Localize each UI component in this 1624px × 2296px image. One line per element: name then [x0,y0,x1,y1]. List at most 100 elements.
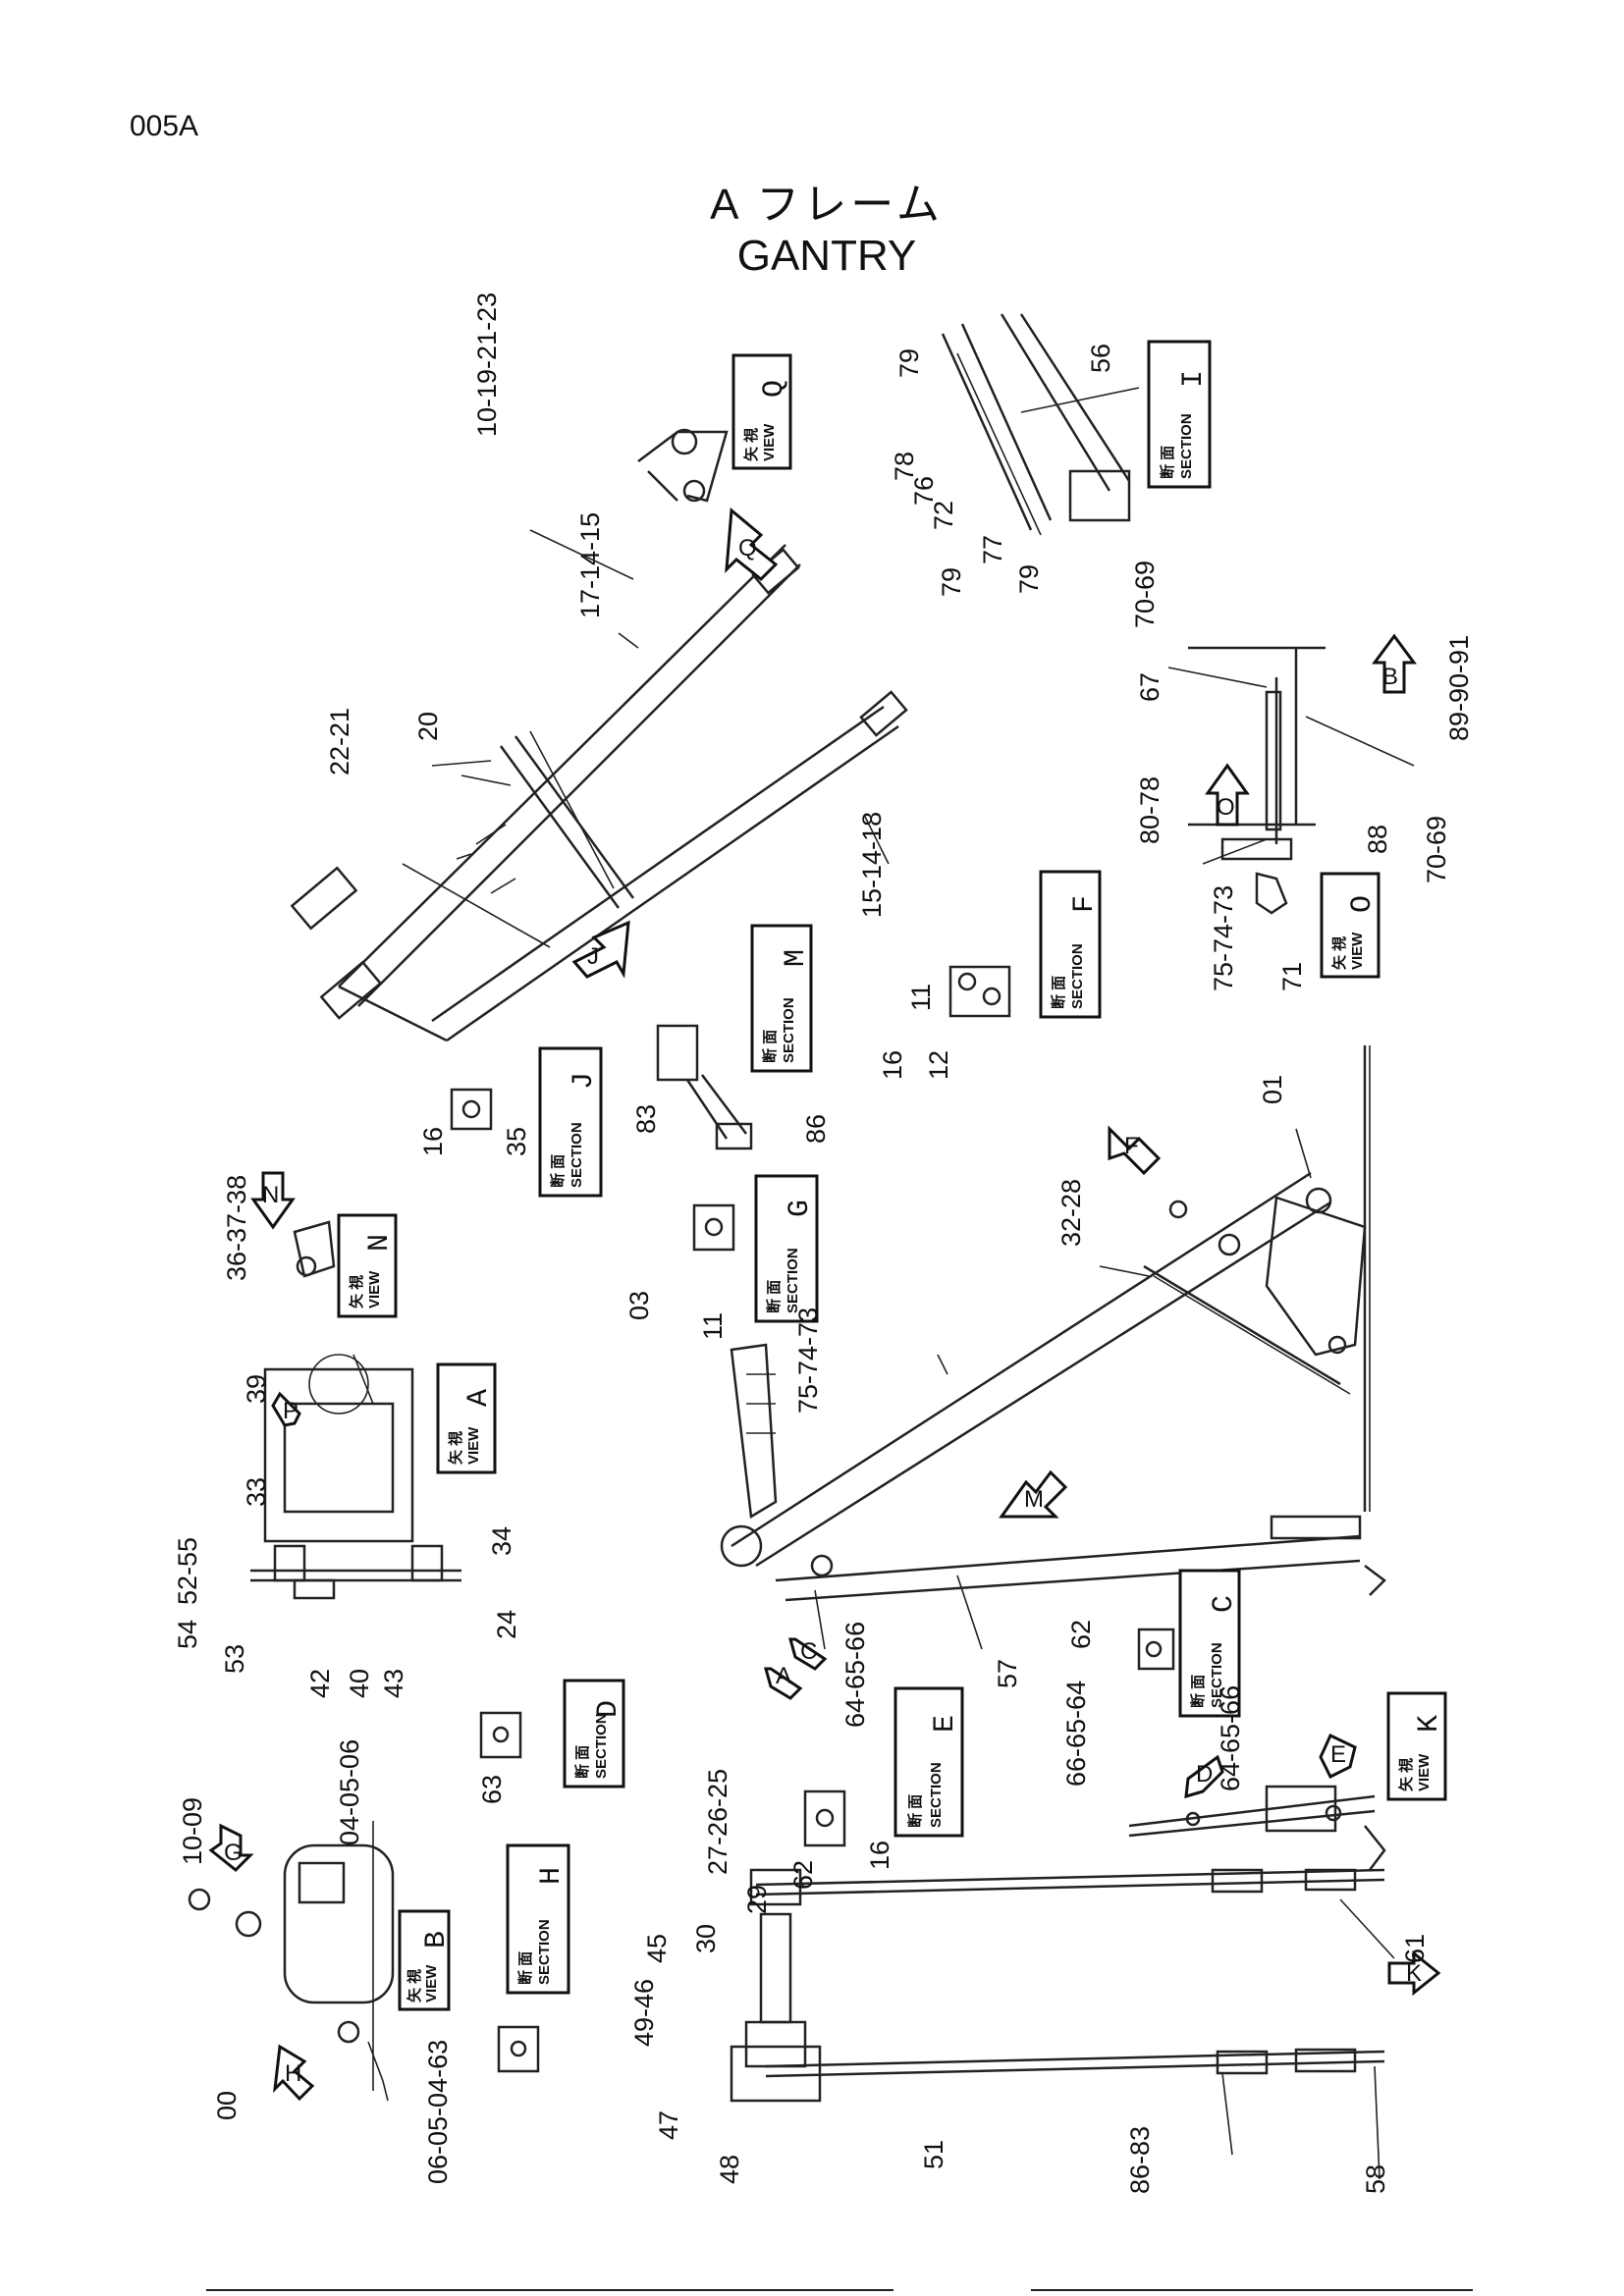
section-i-kanji: 断 面 [1159,446,1176,479]
svg-text:G: G [224,1840,243,1866]
part-label: 10-09 [178,1797,207,1865]
arrow-a: A [764,1663,803,1700]
view-q-kanji: 矢 視 [742,428,760,461]
part-label: 58 [1361,2164,1390,2194]
section-h-kanji: 断 面 [516,1951,534,1985]
section-h-word: SECTION [536,1919,553,1985]
part-label: 76 [909,476,939,506]
page-code: 005A [130,110,199,142]
arrow-m: M [999,1469,1068,1519]
part-label: 20 [413,712,443,741]
svg-text:B: B [1382,664,1398,690]
part-label: 42 [305,1669,335,1698]
section-e-letter: E [929,1715,962,1733]
section-c-kanji: 断 面 [1189,1675,1207,1708]
view-q-word: VIEW [761,423,778,461]
section-i-letter: I [1177,370,1211,388]
part-label: 16 [418,1127,448,1156]
part-label: 70-69 [1130,561,1160,628]
part-label: 00 [212,2091,242,2120]
part-label: 83 [631,1104,661,1134]
part-label: 35 [502,1127,531,1156]
svg-text:P: P [283,1398,298,1424]
part-label: 86-83 [1125,2126,1155,2194]
part-label: 10-19-21-23 [472,293,502,437]
part-label: 32-28 [1056,1179,1086,1247]
section-g-word: SECTION [785,1248,801,1313]
section-d-detail: 断 面 SECTION D [479,1679,625,1789]
arrow-g: G [208,1823,254,1873]
section-j-word: SECTION [568,1122,585,1188]
view-n-detail: 矢 視 VIEW N [293,1213,398,1318]
svg-text:K: K [1406,1960,1422,1987]
section-j-kanji: 断 面 [549,1154,567,1188]
view-k-word: VIEW [1416,1753,1433,1791]
svg-text:A: A [776,1663,791,1689]
part-label: 33 [242,1477,271,1507]
arrow-n: N [250,1171,296,1230]
part-label: 47 [654,2110,683,2140]
arrow-d: D [1184,1754,1224,1799]
view-n-word: VIEW [366,1270,383,1308]
part-label: 48 [715,2155,744,2184]
section-d-kanji: 断 面 [573,1745,591,1779]
view-arrows: Q J B O F N M A [208,507,1441,2102]
part-label: 78 [890,452,919,481]
view-o-kanji: 矢 視 [1330,936,1348,970]
part-label: 51 [919,2140,948,2169]
section-h-letter: H [535,1867,568,1885]
part-number-callouts: 10-19-21-23 17-14-15 22-21 20 15-14-18 7… [173,293,1474,2194]
part-label: 79 [937,567,966,597]
section-d-letter: D [592,1700,625,1718]
part-label: 30 [691,1924,721,1953]
part-label: 75-74-73 [793,1308,823,1414]
arrow-k: K [1387,1949,1441,1997]
svg-text:Q: Q [738,535,757,561]
part-label: 15-14-18 [857,812,887,918]
part-label: 49-46 [629,1979,659,2047]
view-o-assembly: 矢 視 VIEW O [1188,646,1380,979]
section-f-letter: F [1068,895,1102,913]
view-k-kanji: 矢 視 [1397,1758,1415,1791]
section-g-letter: G [784,1200,817,1217]
section-h-view-b-detail: 矢 視 VIEW B 断 面 SECTION H [188,1821,570,2102]
arrow-c: C [788,1637,828,1671]
section-m-kanji: 断 面 [761,1030,779,1063]
arrow-o: O [1205,763,1250,827]
part-label: 45 [642,1934,672,1963]
view-k-detail: 矢 視 VIEW K [1128,1691,1447,1871]
svg-text:O: O [1217,794,1235,821]
section-c-word: SECTION [1209,1642,1225,1708]
part-label: 71 [1277,962,1307,991]
part-label: 16 [878,1050,907,1080]
leader-lines [460,387,1415,2180]
page-title-english: GANTRY [736,232,917,280]
view-o-word: VIEW [1349,932,1366,970]
section-m-detail: 断 面 SECTION M [656,924,813,1150]
view-a-word: VIEW [465,1426,482,1465]
part-label: 34 [487,1526,516,1556]
part-label: 79 [894,348,924,378]
part-label: 61 [1400,1934,1430,1963]
view-k-letter: K [1413,1715,1446,1733]
part-label: 63 [477,1775,507,1804]
part-label: 57 [993,1659,1022,1688]
part-label: 80-78 [1135,776,1164,844]
part-label: 72 [929,501,958,530]
part-label: 01 [1258,1075,1287,1104]
section-g-detail: 断 面 SECTION G [692,1174,819,1323]
part-label: 04-05-06 [335,1739,364,1845]
part-label: 16 [865,1841,894,1870]
part-label: 27-26-25 [703,1769,732,1875]
part-label: 64-65-66 [1216,1685,1245,1791]
bottom-rule-right [1031,2289,1473,2291]
section-m-word: SECTION [781,997,797,1063]
part-label: 06-05-04-63 [423,2040,453,2184]
part-label: 17-14-15 [575,512,605,618]
section-c-detail: 断 面 SECTION C [1137,1569,1241,1718]
part-label: 29 [742,1885,772,1914]
view-n-kanji: 矢 視 [348,1275,365,1308]
svg-text:H: H [285,2060,301,2087]
part-label: 12 [924,1050,953,1080]
